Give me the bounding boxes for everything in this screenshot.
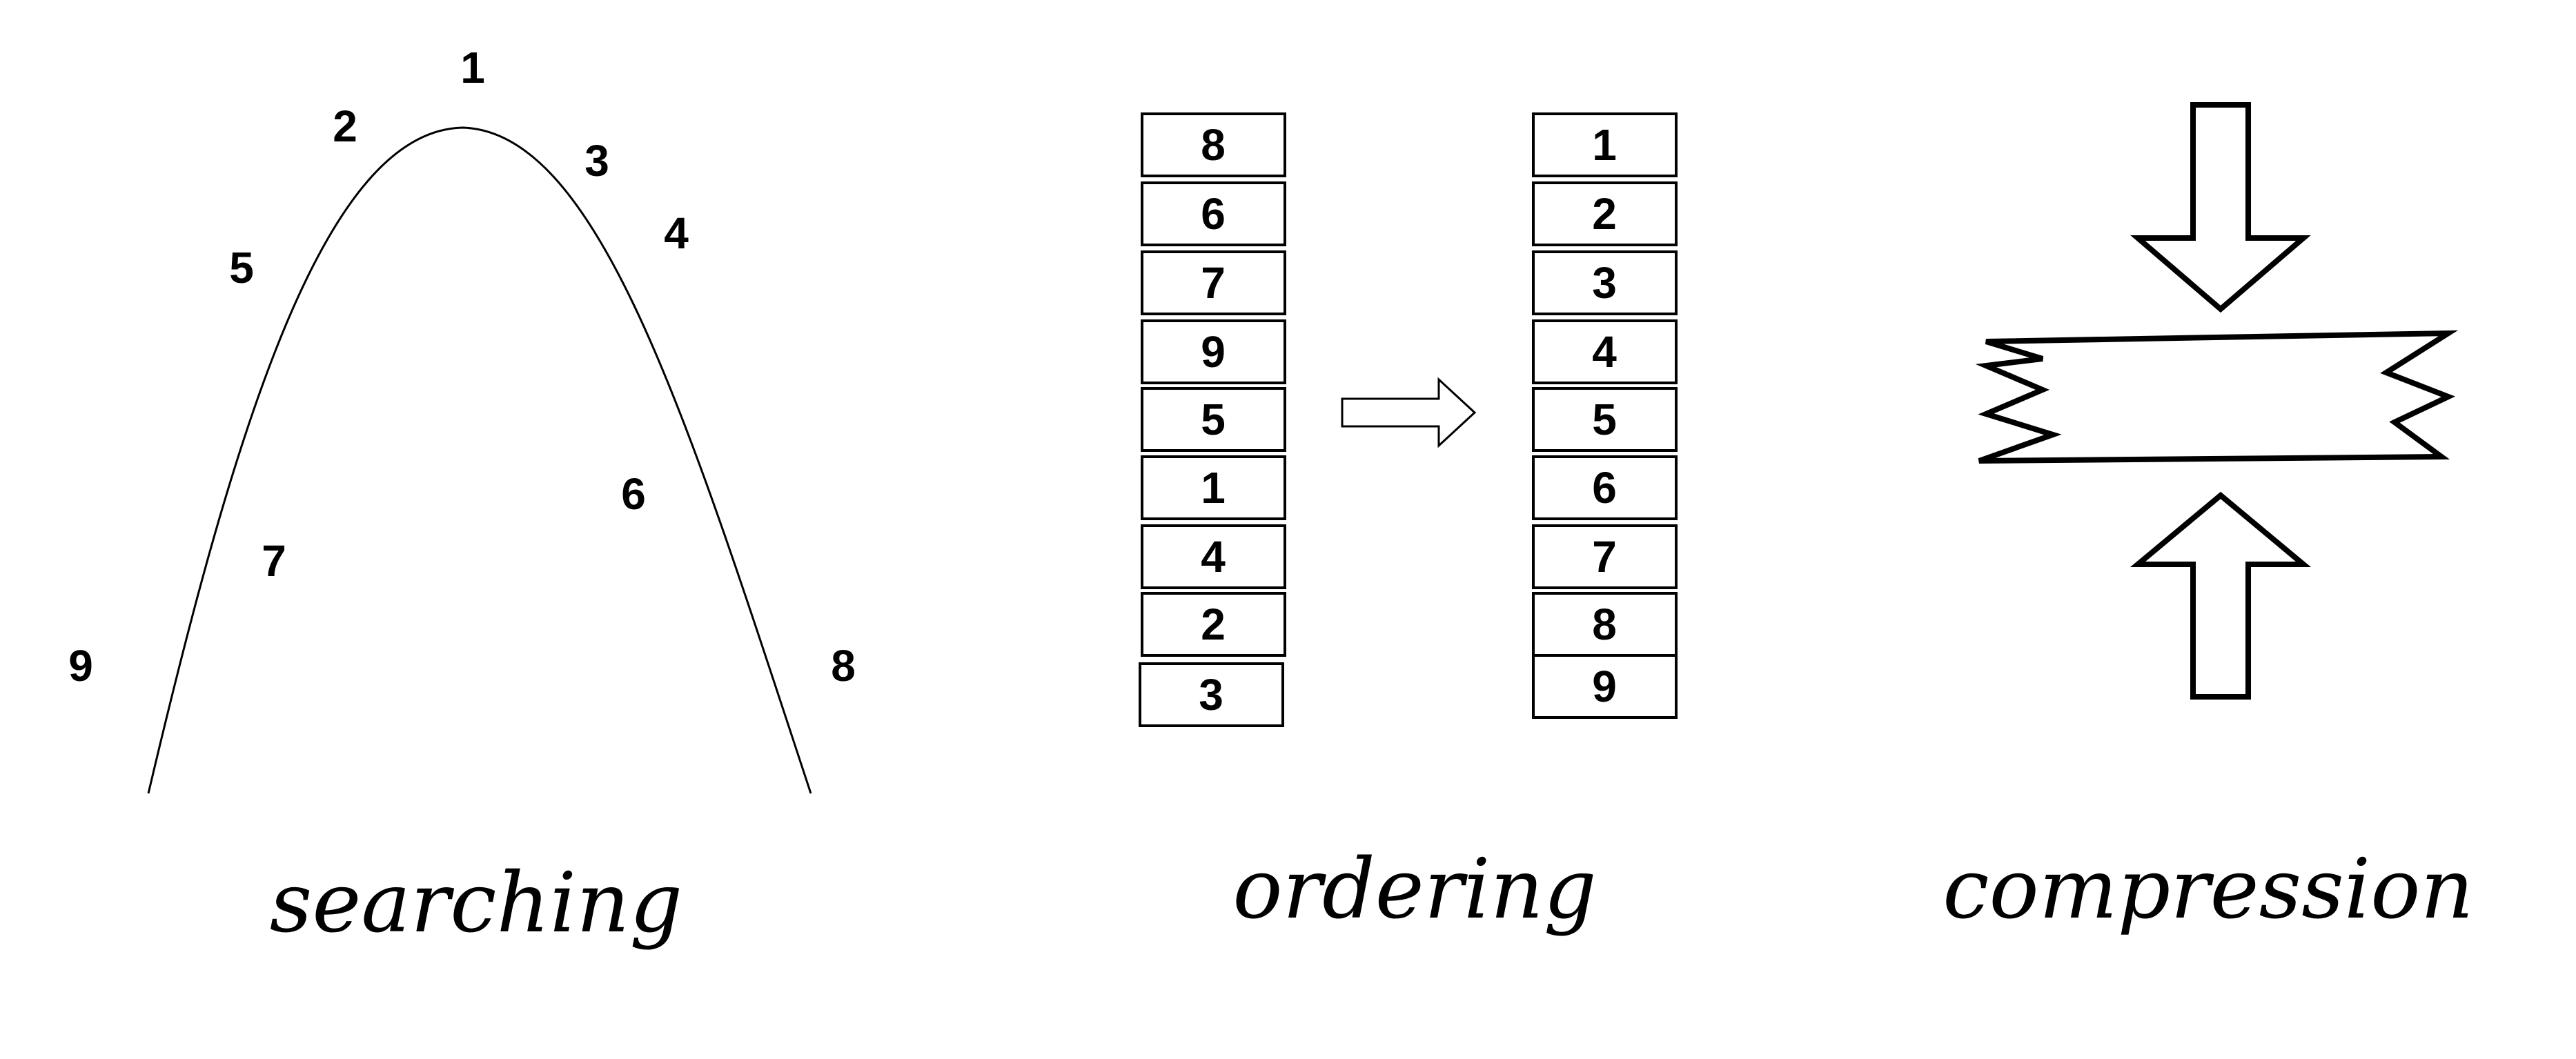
unsorted-stack: 8 6 7 9 5 1 4 2 3 — [1139, 112, 1286, 727]
search-point-4: 4 — [664, 208, 689, 258]
sorted-value: 2 — [1592, 189, 1617, 239]
unsorted-box — [1141, 319, 1286, 384]
sorted-value: 5 — [1592, 395, 1617, 444]
unsorted-box — [1141, 112, 1286, 177]
sorted-box — [1532, 387, 1678, 452]
unsorted-value: 2 — [1201, 600, 1226, 649]
unsorted-box — [1141, 592, 1286, 657]
ordering-caption: ordering — [1232, 842, 1596, 938]
search-point-6: 6 — [621, 469, 646, 519]
sorted-value: 9 — [1592, 662, 1617, 711]
search-point-9: 9 — [68, 641, 93, 691]
search-point-1: 1 — [460, 43, 485, 92]
unsorted-value: 5 — [1201, 395, 1226, 444]
sorted-value: 1 — [1592, 120, 1617, 170]
sorted-box — [1532, 319, 1678, 384]
unsorted-value: 8 — [1201, 120, 1226, 170]
search-point-3: 3 — [584, 136, 609, 186]
compression-panel: compression — [1943, 102, 2474, 938]
unsorted-box — [1141, 524, 1286, 589]
sorted-box — [1532, 654, 1678, 719]
sorted-value: 4 — [1592, 327, 1617, 377]
sorted-stack: 1 2 3 4 5 6 7 8 9 — [1532, 112, 1678, 719]
ordering-panel: 8 6 7 9 5 1 4 2 3 1 2 — [1139, 112, 1678, 938]
search-point-2: 2 — [333, 101, 357, 151]
down-arrow-icon — [2130, 102, 2311, 313]
torn-band-icon — [1975, 330, 2459, 464]
sorted-value: 8 — [1592, 600, 1617, 649]
up-arrow-icon — [2130, 491, 2312, 700]
compression-caption: compression — [1943, 842, 2474, 938]
sorted-value: 6 — [1592, 463, 1617, 513]
sorted-box — [1532, 181, 1678, 246]
unsorted-box — [1141, 250, 1286, 315]
sorted-value: 3 — [1592, 258, 1617, 308]
sorted-box — [1532, 250, 1678, 315]
search-point-8: 8 — [831, 641, 856, 691]
search-point-5: 5 — [229, 243, 254, 293]
unsorted-value: 6 — [1201, 189, 1226, 239]
unsorted-value: 3 — [1199, 670, 1223, 720]
unsorted-box — [1139, 662, 1284, 727]
unsorted-value: 7 — [1201, 258, 1226, 308]
sorted-box — [1532, 455, 1678, 520]
unsorted-value: 1 — [1201, 463, 1226, 513]
unsorted-value: 9 — [1201, 327, 1226, 377]
searching-panel: 1 2 3 4 5 6 7 8 9 searching — [68, 43, 856, 951]
searching-caption: searching — [270, 855, 682, 951]
unsorted-box — [1141, 387, 1286, 452]
sorted-box — [1532, 524, 1678, 589]
unsorted-box — [1141, 181, 1286, 246]
sorted-value: 7 — [1592, 532, 1617, 582]
right-arrow-icon — [1341, 377, 1477, 448]
search-curve — [147, 126, 812, 794]
sorted-box — [1532, 112, 1678, 177]
search-point-7: 7 — [262, 536, 286, 586]
unsorted-value: 4 — [1201, 532, 1226, 582]
unsorted-box — [1141, 455, 1286, 520]
sorted-box — [1532, 592, 1678, 657]
